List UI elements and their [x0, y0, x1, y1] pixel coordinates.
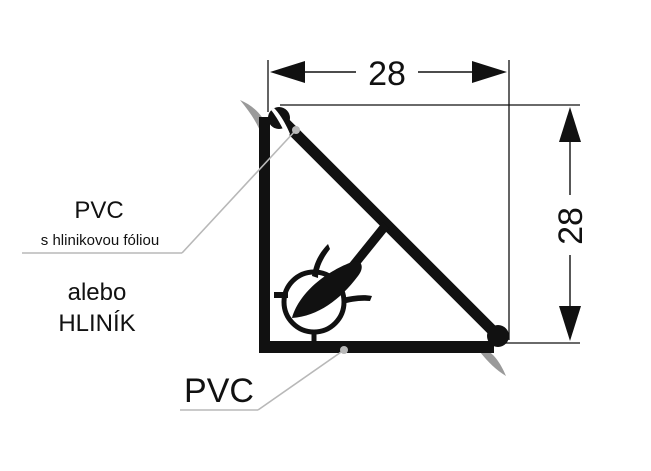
profile-horizontal-leg [259, 341, 494, 353]
profile-vertical-leg [259, 117, 270, 353]
arrow-right-icon [472, 61, 507, 83]
label-pvc-bottom: PVC [184, 372, 254, 410]
leaders [22, 126, 348, 411]
leader-dot-top [292, 126, 300, 134]
label-pvc-top: PVC [74, 197, 123, 224]
label-aluminium: HLINÍK [58, 310, 135, 337]
arrow-down-icon [559, 306, 581, 341]
leader-line-bottom [257, 349, 345, 411]
corner-profile [240, 100, 509, 376]
arrow-left-icon [270, 61, 305, 83]
arrow-up-icon [559, 107, 581, 142]
dimension-height-label: 28 [552, 207, 590, 245]
leader-line-top [181, 129, 297, 254]
profile-end-bottom [487, 325, 509, 347]
lip-bottom-right [480, 348, 506, 376]
clip-wing-top [312, 244, 330, 278]
dimension-right: 28 [280, 104, 590, 344]
label-or: alebo [68, 279, 127, 306]
label-pvc-top-sub: s hlinikovou fóliou [41, 232, 159, 249]
clip-wing-right [342, 295, 372, 304]
profile-end-top-highlight [271, 108, 290, 138]
dimension-width-label: 28 [368, 55, 406, 93]
clip-stub-left [274, 292, 288, 298]
leader-dot-bottom [340, 346, 348, 354]
clip-tongue [292, 260, 362, 318]
profile-diagonal [273, 111, 504, 342]
dimension-top: 28 [267, 55, 510, 340]
